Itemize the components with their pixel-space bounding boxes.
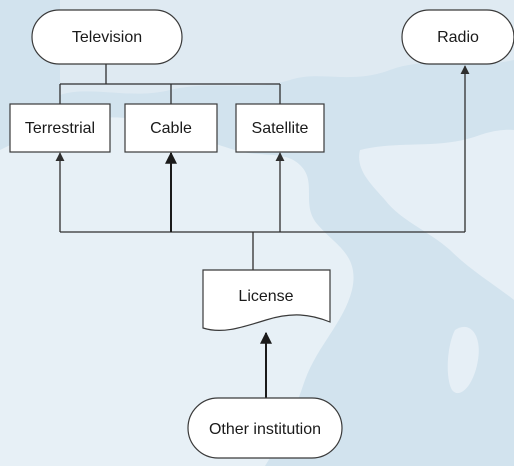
radio-node[interactable]: Radio <box>401 9 514 65</box>
television-node[interactable]: Television <box>31 9 183 65</box>
television-tree-connector <box>59 64 281 104</box>
terrestrial-label: Terrestrial <box>25 120 95 137</box>
cable-label: Cable <box>150 120 192 137</box>
other-institution-node[interactable]: Other institution <box>187 397 343 459</box>
license-node[interactable]: License <box>202 269 331 331</box>
television-label: Television <box>72 29 142 46</box>
terrestrial-node[interactable]: Terrestrial <box>9 103 111 153</box>
cable-node[interactable]: Cable <box>124 103 218 153</box>
other-institution-label: Other institution <box>209 421 321 438</box>
satellite-node[interactable]: Satellite <box>235 103 325 153</box>
license-distribution-connector <box>55 65 470 270</box>
license-label: License <box>238 288 293 305</box>
satellite-label: Satellite <box>252 120 309 137</box>
radio-label: Radio <box>437 29 479 46</box>
